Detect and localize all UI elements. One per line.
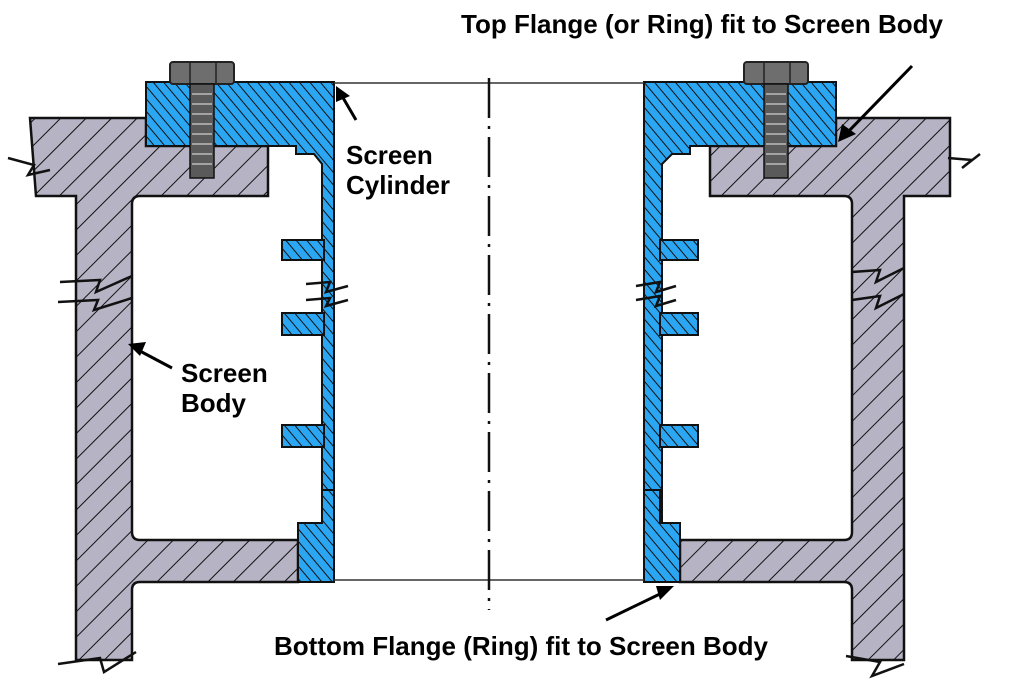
label-screen-cylinder-line2: Cylinder (346, 170, 451, 200)
label-screen-body: Screen Body (181, 358, 268, 418)
bottom-flange-right (643, 489, 681, 583)
label-screen-body-line1: Screen (181, 358, 268, 388)
arrow-bottom-flange (605, 586, 674, 622)
screen-cylinder-right (635, 239, 699, 448)
arrow-screen-cylinder (336, 86, 358, 121)
bolt-left (169, 61, 235, 179)
bottom-flange-left (297, 489, 335, 583)
arrow-top-flange (838, 64, 914, 142)
label-screen-cylinder-line1: Screen (346, 140, 433, 170)
label-screen-cylinder: Screen Cylinder (346, 140, 450, 200)
screen-body-left (7, 116, 300, 674)
arrow-screen-body (128, 342, 173, 370)
screen-body-right (678, 116, 981, 679)
screen-cylinder-left (281, 239, 349, 448)
label-screen-body-line2: Body (181, 388, 246, 418)
label-top-flange: Top Flange (or Ring) fit to Screen Body (461, 9, 943, 39)
top-flange-left (145, 81, 335, 583)
bolt-right (743, 61, 809, 179)
label-bottom-flange: Bottom Flange (Ring) fit to Screen Body (274, 631, 768, 661)
